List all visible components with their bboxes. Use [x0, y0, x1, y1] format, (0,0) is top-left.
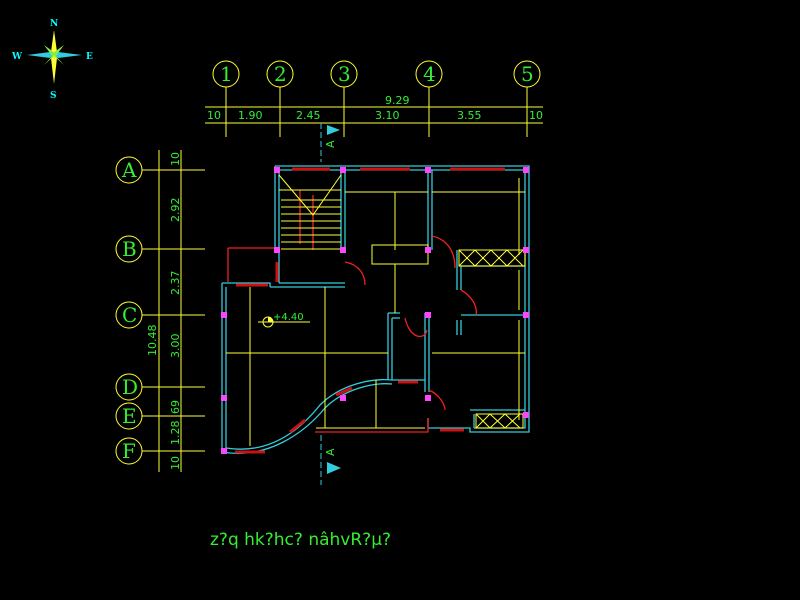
section-line-a: A A	[320, 123, 341, 485]
column-marker	[221, 395, 227, 401]
compass-rose-icon: N S E W	[11, 19, 93, 101]
grid-column-label: 4	[423, 62, 436, 86]
top-dim: 10	[529, 109, 543, 122]
structural-columns	[221, 167, 529, 454]
grid-row-label: E	[122, 404, 137, 428]
side-dim: 1.28	[169, 421, 182, 446]
column-marker	[523, 247, 529, 253]
column-marker	[425, 395, 431, 401]
column-marker	[523, 312, 529, 318]
grid-row-label: F	[122, 439, 136, 463]
top-dim: 3.10	[375, 109, 400, 122]
top-total-dimension: 9.29	[385, 94, 410, 107]
side-dim: 10	[169, 456, 182, 470]
grid-row-label: A	[121, 158, 137, 182]
compass-north: N	[50, 19, 58, 29]
top-dim: 1.90	[238, 109, 263, 122]
top-dim: 10	[207, 109, 221, 122]
grid-column-label: 2	[274, 62, 287, 86]
grid-row-label: C	[122, 303, 137, 327]
column-marker	[221, 448, 227, 454]
section-label-bottom: A	[324, 448, 337, 456]
column-marker	[425, 247, 431, 253]
top-dim: 3.55	[457, 109, 482, 122]
column-marker	[221, 312, 227, 318]
column-marker	[274, 167, 280, 173]
level-value: +4.40	[273, 312, 304, 323]
compass-east: E	[86, 52, 93, 62]
side-dim: 69	[169, 400, 182, 414]
compass-south: S	[50, 91, 57, 101]
compass-west: W	[11, 52, 23, 62]
top-dim: 2.45	[296, 109, 321, 122]
side-total-dimension: 10.48	[146, 325, 159, 357]
column-grid: 1 2 3 4 5 9.29 10 1.90 2.45 3.10 3.55 10	[205, 60, 543, 137]
room-dimension-lines	[226, 174, 526, 446]
grid-column-label: 5	[521, 62, 534, 86]
grid-column-label: 1	[220, 62, 233, 86]
column-marker	[274, 247, 280, 253]
column-marker	[425, 167, 431, 173]
row-grid: A B C DEF 10.48 10 2.92 2.37 3.00 69 1.28 1…	[115, 150, 205, 472]
column-marker	[340, 167, 346, 173]
level-marker: +4.40	[258, 312, 310, 328]
column-marker	[523, 412, 529, 418]
side-dim: 2.92	[169, 198, 182, 223]
grid-column-label: 3	[338, 62, 351, 86]
side-dim: 3.00	[169, 334, 182, 359]
column-marker	[340, 247, 346, 253]
grid-row-label: B	[122, 237, 137, 261]
column-marker	[340, 395, 346, 401]
grid-row-label: D	[122, 375, 138, 399]
column-marker	[523, 167, 529, 173]
drawing-caption: z?q hk?hc? nâhvR?µ?	[210, 530, 391, 550]
side-dim: 10	[169, 152, 182, 166]
side-dim: 2.37	[169, 271, 182, 296]
column-marker	[425, 312, 431, 318]
section-label-top: A	[324, 140, 337, 148]
